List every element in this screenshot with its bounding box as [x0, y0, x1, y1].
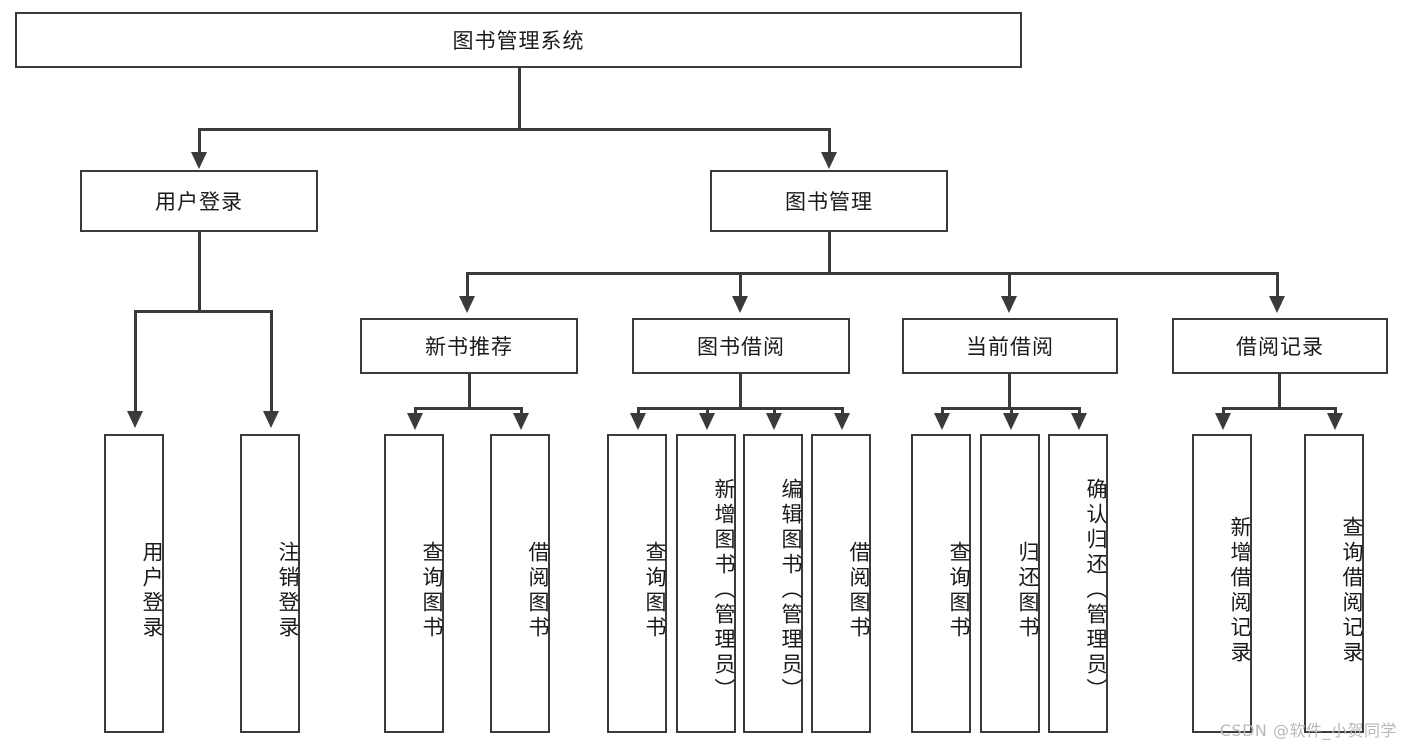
node-user-login[interactable]: 用户登录 [80, 170, 318, 232]
leaf-nb-borrow-books[interactable]: 借阅图书 [490, 434, 550, 733]
arrow-user-login-to-leaf-2 [263, 411, 279, 428]
node-current-borrow[interactable]: 当前借阅 [902, 318, 1118, 374]
arrow-bm-to-book-borrow [732, 296, 748, 313]
arrow-root-to-user-login [191, 152, 207, 169]
node-label: 用户登录 [155, 190, 243, 214]
node-label: 确认归还（管理员） [1084, 478, 1108, 703]
node-label: 借阅图书 [847, 540, 871, 641]
node-label: 注销登录 [276, 540, 300, 641]
node-label: 编辑图书（管理员） [779, 478, 803, 703]
connector-borrow-record-bus [1222, 407, 1336, 410]
node-label: 查询图书 [420, 540, 444, 641]
node-label: 当前借阅 [966, 335, 1054, 359]
node-new-book-recommendation[interactable]: 新书推荐 [360, 318, 578, 374]
connector-bm-to-borrow-record [1276, 272, 1279, 300]
connector-bb-to-leaf-3 [773, 407, 776, 417]
node-label: 用户登录 [140, 540, 164, 641]
node-label: 借阅记录 [1236, 335, 1324, 359]
node-label: 查询图书 [643, 540, 667, 641]
connector-bb-to-leaf-1 [637, 407, 640, 417]
leaf-logout[interactable]: 注销登录 [240, 434, 300, 733]
arrow-bm-to-borrow-record [1269, 296, 1285, 313]
connector-book-borrow-stem [739, 374, 742, 409]
leaf-user-login[interactable]: 用户登录 [104, 434, 164, 733]
arrow-bb-to-leaf-3 [766, 413, 782, 430]
connector-cb-to-leaf-1 [941, 407, 944, 417]
connector-book-management-stem [828, 232, 831, 274]
connector-nb-to-leaf-1 [414, 407, 417, 417]
connector-book-management-bus [466, 272, 1276, 275]
node-label: 借阅图书 [526, 540, 550, 641]
connector-bm-to-current-borrow [1008, 272, 1011, 300]
connector-book-borrow-bus [637, 407, 843, 410]
arrow-cb-to-leaf-2 [1003, 413, 1019, 430]
connector-root-bus [198, 128, 830, 131]
connector-root-to-book-management [828, 128, 831, 156]
leaf-bb-borrow-books[interactable]: 借阅图书 [811, 434, 871, 733]
connector-new-book-bus [414, 407, 522, 410]
connector-br-to-leaf-1 [1222, 407, 1225, 417]
connector-borrow-record-stem [1278, 374, 1281, 409]
arrow-bb-to-leaf-1 [630, 413, 646, 430]
connector-current-borrow-stem [1008, 374, 1011, 409]
arrow-cb-to-leaf-3 [1071, 413, 1087, 430]
connector-bm-to-new-book [466, 272, 469, 300]
connector-root-stem [518, 68, 521, 128]
connector-user-login-to-leaf-1 [134, 310, 137, 414]
arrow-bm-to-new-book [459, 296, 475, 313]
leaf-bb-add-book-admin[interactable]: 新增图书（管理员） [676, 434, 736, 733]
node-borrow-record[interactable]: 借阅记录 [1172, 318, 1388, 374]
node-label: 查询借阅记录 [1340, 515, 1364, 666]
leaf-br-add-borrow-record[interactable]: 新增借阅记录 [1192, 434, 1252, 733]
node-label: 图书借阅 [697, 335, 785, 359]
connector-nb-to-leaf-2 [520, 407, 523, 417]
arrow-cb-to-leaf-1 [934, 413, 950, 430]
connector-root-to-user-login [198, 128, 201, 156]
connector-user-login-to-leaf-2 [270, 310, 273, 414]
connector-cb-to-leaf-3 [1078, 407, 1081, 417]
node-book-borrow[interactable]: 图书借阅 [632, 318, 850, 374]
connector-bb-to-leaf-4 [841, 407, 844, 417]
leaf-cb-return-books[interactable]: 归还图书 [980, 434, 1040, 733]
connector-cb-to-leaf-2 [1010, 407, 1013, 417]
connector-br-to-leaf-2 [1334, 407, 1337, 417]
node-label: 图书管理 [785, 190, 873, 214]
leaf-cb-confirm-return-admin[interactable]: 确认归还（管理员） [1048, 434, 1108, 733]
arrow-bb-to-leaf-4 [834, 413, 850, 430]
arrow-nb-to-leaf-1 [407, 413, 423, 430]
arrow-bm-to-current-borrow [1001, 296, 1017, 313]
node-label: 新书推荐 [425, 335, 513, 359]
arrow-br-to-leaf-2 [1327, 413, 1343, 430]
leaf-nb-query-books[interactable]: 查询图书 [384, 434, 444, 733]
node-label: 新增借阅记录 [1228, 515, 1252, 666]
arrow-br-to-leaf-1 [1215, 413, 1231, 430]
node-label: 图书管理系统 [452, 29, 585, 53]
arrow-nb-to-leaf-2 [513, 413, 529, 430]
leaf-br-query-borrow-record[interactable]: 查询借阅记录 [1304, 434, 1364, 733]
leaf-bb-edit-book-admin[interactable]: 编辑图书（管理员） [743, 434, 803, 733]
arrow-bb-to-leaf-2 [699, 413, 715, 430]
connector-bb-to-leaf-2 [706, 407, 709, 417]
arrow-root-to-book-management [821, 152, 837, 169]
connector-current-borrow-bus [941, 407, 1078, 410]
leaf-cb-query-books[interactable]: 查询图书 [911, 434, 971, 733]
connector-bm-to-book-borrow [739, 272, 742, 300]
connector-user-login-stem [198, 232, 201, 312]
node-label: 查询图书 [947, 540, 971, 641]
node-label: 归还图书 [1016, 540, 1040, 641]
leaf-bb-query-books[interactable]: 查询图书 [607, 434, 667, 733]
node-book-management[interactable]: 图书管理 [710, 170, 948, 232]
connector-user-login-bus [134, 310, 272, 313]
connector-new-book-stem [468, 374, 471, 409]
node-root-book-management-system[interactable]: 图书管理系统 [15, 12, 1022, 68]
arrow-user-login-to-leaf-1 [127, 411, 143, 428]
node-label: 新增图书（管理员） [712, 478, 736, 703]
